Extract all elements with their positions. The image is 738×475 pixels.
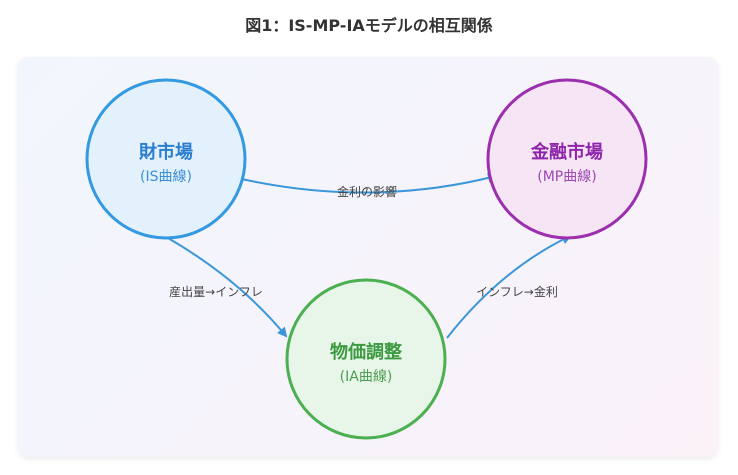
- edge-goods-to-money: [236, 173, 498, 194]
- node-goods-sub: (IS曲線): [140, 169, 192, 185]
- node-money-title: 金融市場: [530, 141, 603, 163]
- edge-label-price-to-money: インフレ→金利: [476, 284, 558, 299]
- node-goods-market: 財市場 (IS曲線): [85, 78, 247, 240]
- edge-price-to-money: [446, 234, 572, 339]
- node-price-title: 物価調整: [330, 341, 402, 363]
- node-price-sub: (IA曲線): [340, 369, 393, 385]
- edge-label-goods-to-price: 産出量→インフレ: [169, 284, 263, 299]
- node-money-market: 金融市場 (MP曲線): [486, 78, 648, 240]
- node-price-adjustment: 物価調整 (IA曲線): [285, 278, 447, 440]
- node-goods-title: 財市場: [139, 141, 193, 163]
- node-money-sub: (MP曲線): [537, 169, 596, 185]
- edge-label-goods-to-money: 金利の影響: [337, 184, 397, 199]
- figure-title: 図1：IS-MP-IAモデルの相互関係: [245, 16, 493, 35]
- edge-goods-to-price: [167, 237, 288, 338]
